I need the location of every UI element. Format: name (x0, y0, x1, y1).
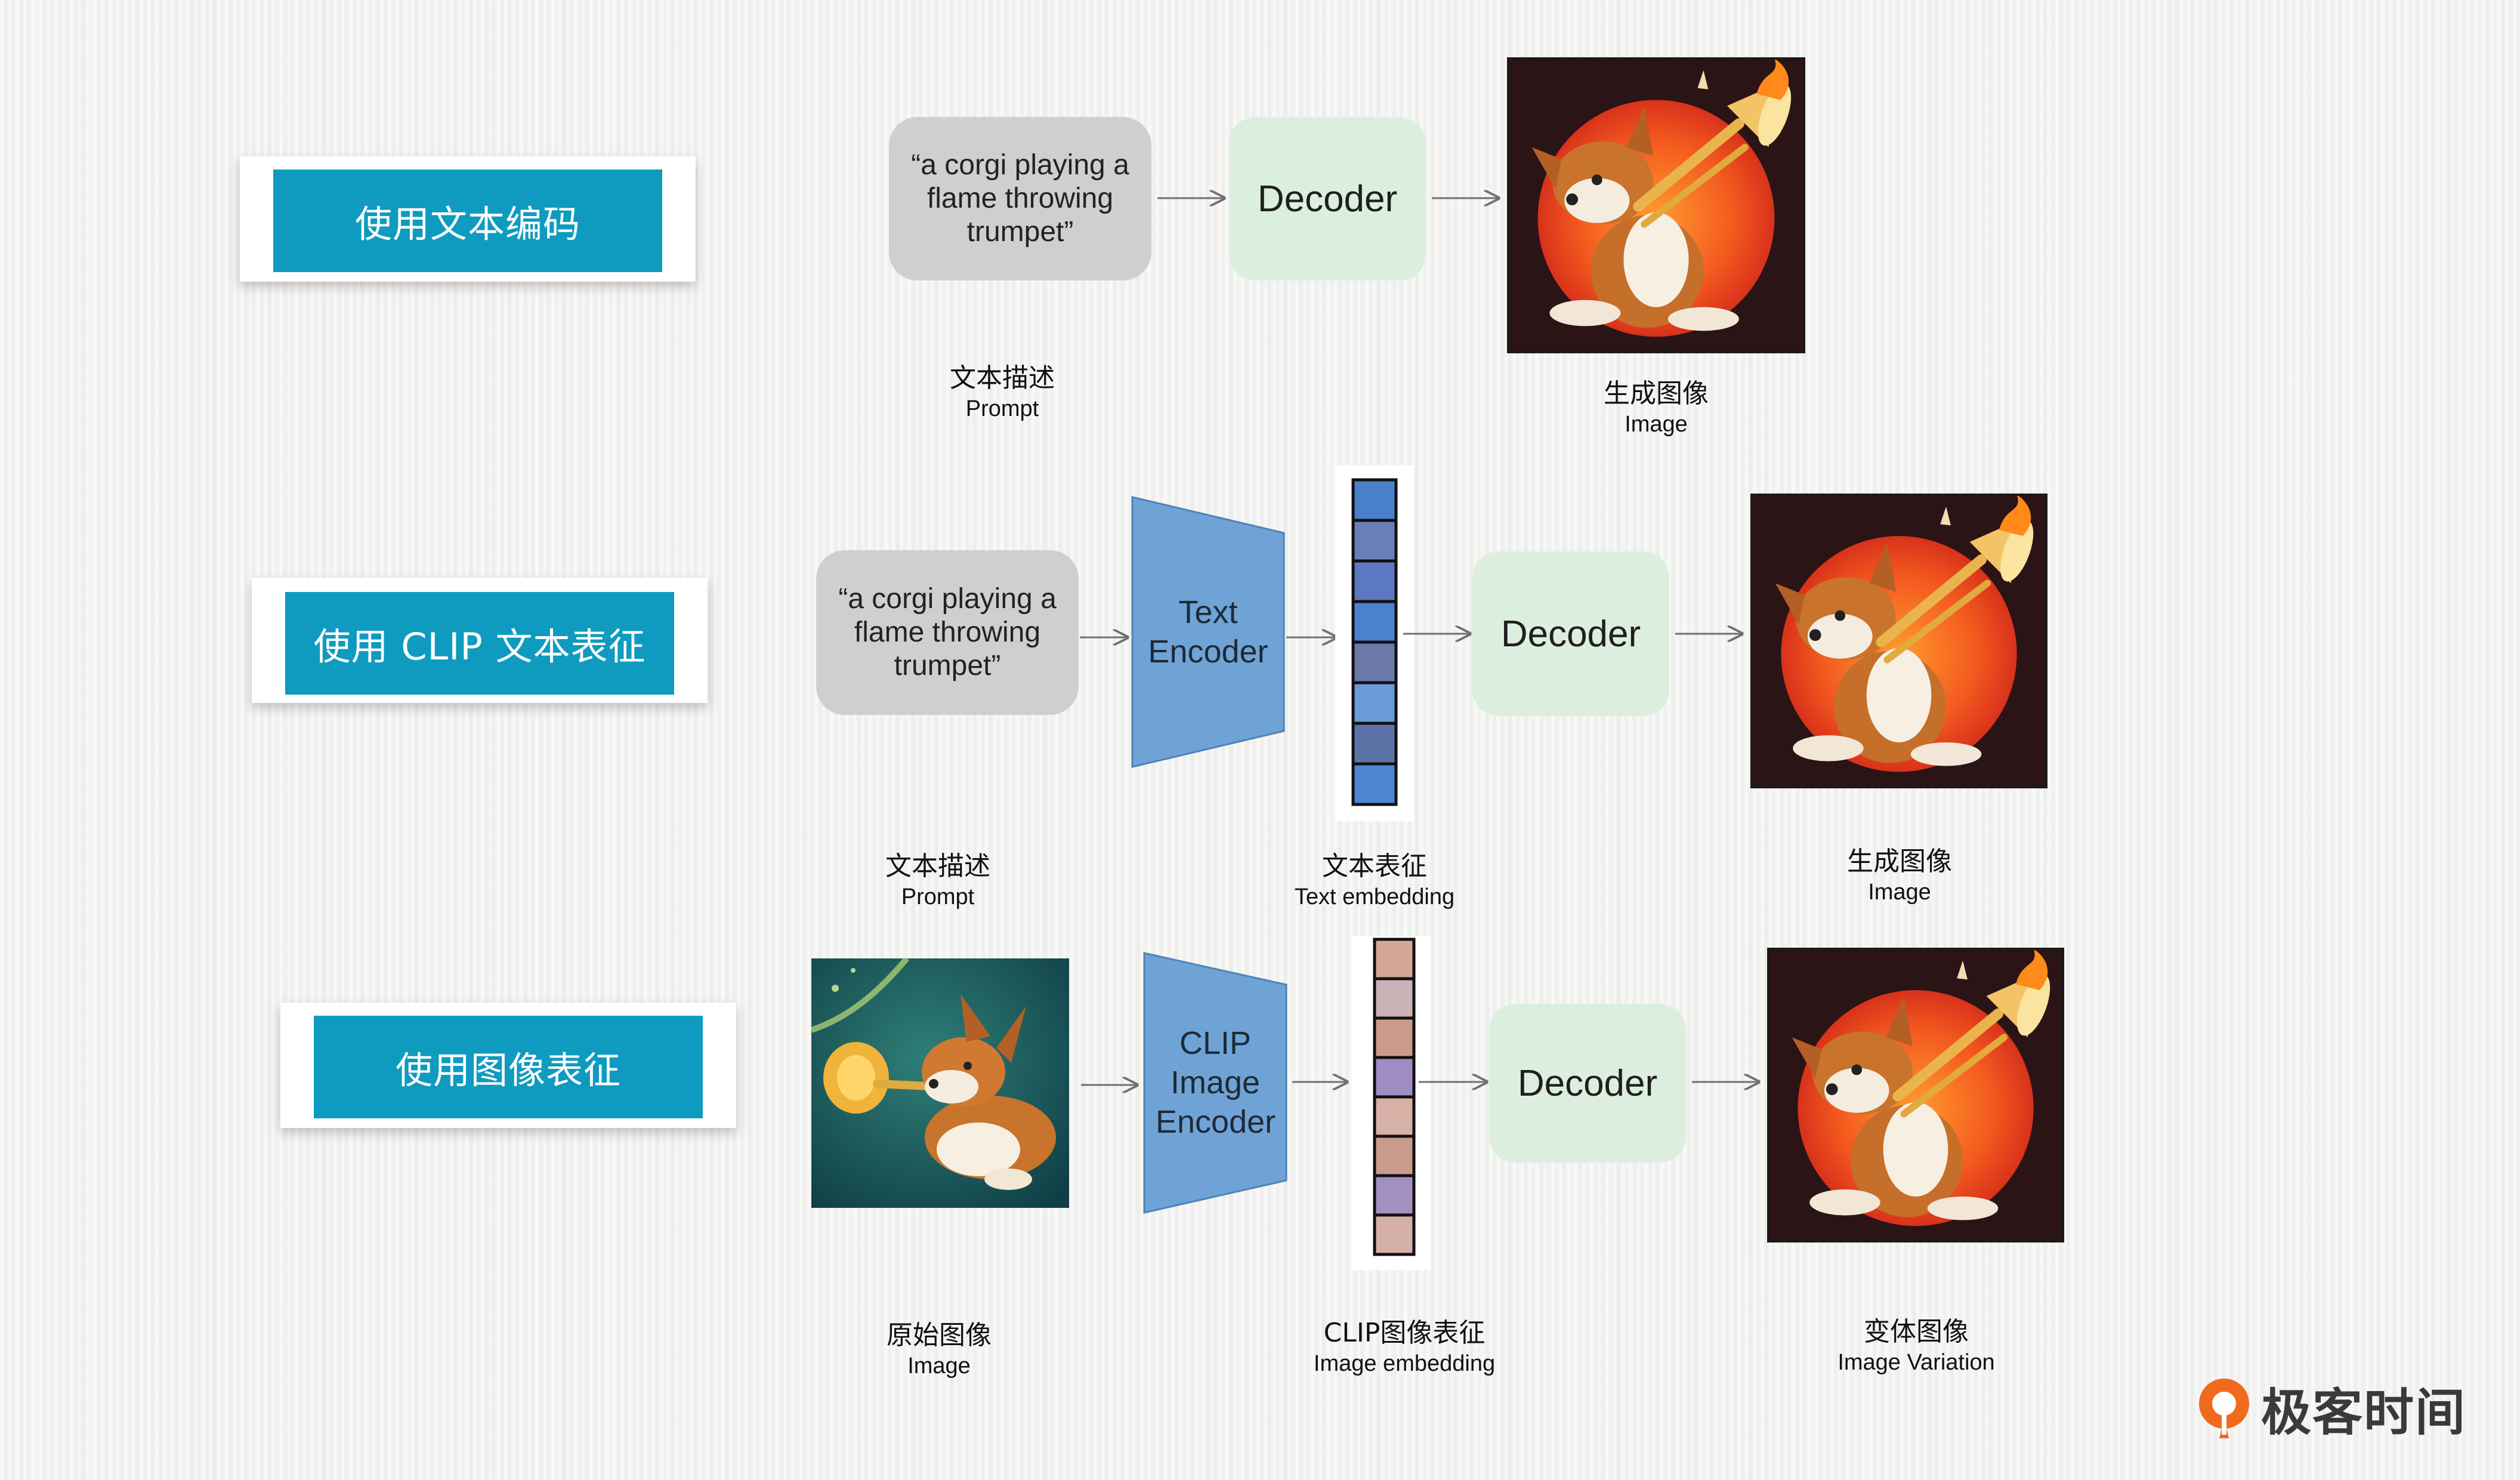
prompt-caption-2: 文本描述 Prompt (819, 850, 1057, 911)
image-embedding-caption-zh: CLIP图像表征 (1323, 1318, 1486, 1348)
input-caption-zh-3: 原始图像 (887, 1320, 992, 1350)
text-embedding-caption-en: Text embedding (1294, 884, 1455, 909)
image-embedding-cell (1373, 1095, 1416, 1138)
image-encoder-label: CLIP Image Encoder (1144, 985, 1286, 1180)
text-embedding-cell (1351, 722, 1398, 766)
output-caption-1: 生成图像 Image (1537, 377, 1775, 438)
decoder-label-2: Decoder (1500, 613, 1641, 655)
text-embedding-cell (1351, 559, 1398, 603)
image-embedding-caption: CLIP图像表征 Image embedding (1255, 1316, 1554, 1377)
decoder-label-3: Decoder (1517, 1062, 1658, 1104)
output-caption-en-1: Image (1625, 412, 1688, 437)
text-embedding-caption: 文本表征 Text embedding (1255, 850, 1494, 911)
prompt-caption-1: 文本描述 Prompt (883, 362, 1122, 423)
row1-label-button[interactable]: 使用文本编码 (273, 169, 662, 272)
image-embedding-cell (1373, 1016, 1416, 1059)
decoder-box-3: Decoder (1489, 1004, 1686, 1163)
prompt-box-2: “a corgi playing a flame throwing trumpe… (816, 550, 1079, 715)
output-caption-zh-3: 变体图像 (1864, 1316, 1969, 1347)
brand-logo: 极客时间 (2195, 1373, 2466, 1445)
row2-label-button[interactable]: 使用 CLIP 文本表征 (285, 592, 674, 695)
prompt-caption-zh-1: 文本描述 (950, 363, 1055, 393)
text-encoder-label: Text Encoder (1132, 533, 1284, 731)
image-embedding-cell (1373, 1056, 1416, 1099)
text-embedding-vector (1335, 465, 1414, 821)
text-embedding-cell (1351, 681, 1398, 725)
prompt-text-2: “a corgi playing a flame throwing trumpe… (838, 583, 1057, 682)
text-encoder-text: Text Encoder (1148, 594, 1268, 670)
text-embedding-cell (1351, 762, 1398, 806)
original-image (811, 958, 1069, 1208)
image-encoder-text: CLIP Image Encoder (1156, 1025, 1276, 1140)
output-caption-zh-1: 生成图像 (1604, 378, 1709, 409)
image-embedding-cell (1373, 938, 1416, 980)
prompt-caption-en-1: Prompt (965, 396, 1039, 421)
prompt-caption-en-2: Prompt (901, 884, 975, 909)
input-caption-3: 原始图像 Image (820, 1319, 1058, 1380)
brand-logo-text: 极客时间 (2261, 1383, 2467, 1442)
brand-logo-icon (2199, 1378, 2249, 1438)
output-caption-en-3: Image Variation (1838, 1350, 1995, 1375)
output-caption-2: 生成图像 Image (1780, 845, 2019, 906)
output-caption-zh-2: 生成图像 (1847, 846, 1952, 877)
image-embedding-cell (1373, 1213, 1416, 1256)
text-embedding-caption-zh: 文本表征 (1322, 851, 1427, 881)
input-caption-en-3: Image (907, 1353, 971, 1379)
image-embedding-vector (1352, 936, 1431, 1270)
image-encoder-shape (1143, 952, 1287, 1214)
decoder-box-2: Decoder (1472, 551, 1669, 716)
row3-label-button[interactable]: 使用图像表征 (314, 1016, 703, 1118)
image-embedding-cell (1373, 977, 1416, 1020)
output-caption-3: 变体图像 Image Variation (1767, 1315, 2065, 1376)
generated-image-1 (1508, 58, 1804, 352)
text-embedding-cell (1351, 640, 1398, 684)
image-embedding-cell (1373, 1134, 1416, 1177)
image-embedding-cell (1373, 1174, 1416, 1217)
variation-image (1768, 949, 2063, 1241)
generated-image-2 (1752, 495, 2046, 787)
text-embedding-cell (1351, 519, 1398, 563)
decoder-label-1: Decoder (1257, 178, 1398, 220)
output-caption-en-2: Image (1868, 880, 1931, 905)
text-embedding-cell (1351, 600, 1398, 644)
text-embedding-cell (1351, 478, 1398, 522)
prompt-text-1: “a corgi playing a flame throwing trumpe… (911, 149, 1129, 248)
prompt-box-1: “a corgi playing a flame throwing trumpe… (889, 117, 1151, 280)
image-embedding-caption-en: Image embedding (1313, 1351, 1496, 1376)
text-encoder-shape (1131, 496, 1285, 768)
decoder-box-1: Decoder (1229, 117, 1426, 280)
prompt-caption-zh-2: 文本描述 (885, 851, 990, 881)
